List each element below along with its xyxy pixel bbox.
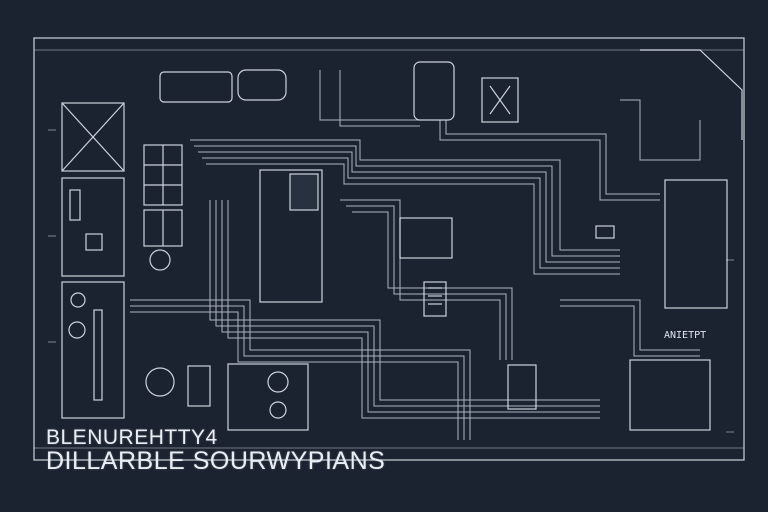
outer-frame [33, 37, 745, 461]
right-panel [664, 179, 728, 309]
valve-box [481, 77, 519, 123]
panel-left-low [61, 281, 125, 419]
caption-line-2: DILLARBLE SOURWYPIANS [46, 447, 386, 475]
gauge-round [149, 249, 171, 271]
central-block [259, 169, 323, 303]
panel-left-mid [61, 177, 125, 277]
side-label: ANIETPT [664, 330, 707, 341]
panel-cross-box [61, 102, 125, 172]
tank-top-left [159, 71, 233, 103]
caption-line-1: BLENUREHTTY4 [46, 426, 218, 449]
